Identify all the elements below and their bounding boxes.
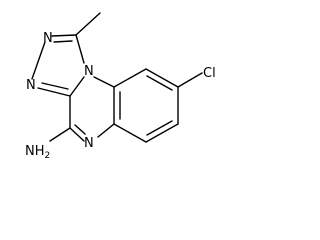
benzene-ring — [113, 68, 179, 143]
bond-c5a-n5 — [97, 123, 115, 138]
nh2-main: NH — [25, 144, 45, 159]
bond-c9-c8 — [145, 68, 179, 88]
atom-cl: Cl — [203, 66, 216, 81]
atom-n-bridge: N — [84, 64, 94, 79]
bond-c9-c8-inner — [146, 75, 173, 91]
bond-c9a-c9 — [113, 68, 147, 88]
chloro-bond — [177, 72, 203, 88]
bond-c6-c5a — [113, 123, 147, 143]
atom-nh2: NH2 — [25, 144, 50, 161]
bond-n4-c1 — [75, 34, 85, 64]
structure-drawing: N N N N Cl NH2 — [25, 12, 216, 161]
bond-n2-c3a-inner — [41, 82, 69, 90]
bond-c7-c6 — [145, 123, 179, 143]
molecule-diagram: N N N N Cl NH2 — [25, 12, 216, 161]
atom-n-top: N — [43, 31, 53, 46]
bond-n2-c3a — [37, 87, 71, 97]
atom-n-left: N — [26, 78, 36, 93]
bond-c3a-n4 — [69, 76, 85, 97]
bond-n5-c4 — [69, 127, 85, 142]
atom-n-lower: N — [84, 136, 94, 151]
bond-n5-c4-inner — [74, 124, 86, 135]
methyl-bond — [75, 12, 101, 36]
bond-c7-c6-inner — [146, 120, 173, 136]
bond-c1-n1-inner — [53, 40, 73, 43]
nh2-subscript: 2 — [45, 151, 51, 161]
bond-n4-c9a — [93, 76, 115, 88]
amino-bond — [49, 127, 71, 142]
bond-c1-n1 — [51, 34, 77, 37]
pyrazine-ring — [69, 76, 115, 142]
bond-n1-n2 — [31, 41, 46, 80]
triazole-ring — [31, 34, 85, 97]
